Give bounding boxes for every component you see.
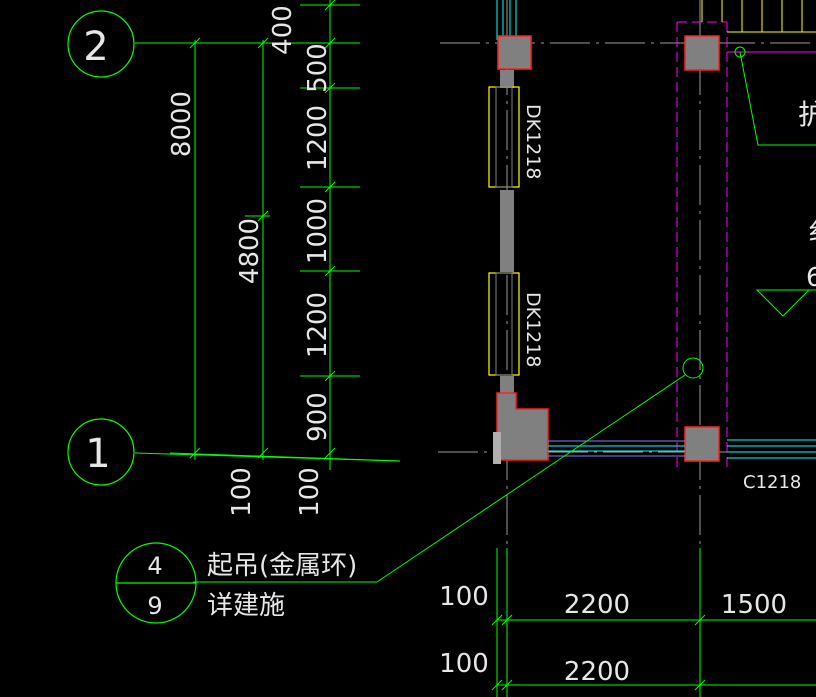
vertical-dimension-texts: 8000 4800 400 500 1200 1000 1200 900 100…	[167, 5, 333, 517]
door-opening-bottom[interactable]: DK1218	[488, 272, 544, 376]
axis-bubble-1-label: 1	[85, 431, 110, 477]
right-fragment-b: 6	[806, 263, 816, 293]
callout-top-number: 4	[147, 552, 162, 580]
dim-1200-top: 1200	[303, 105, 333, 171]
column-bottom-left[interactable]	[493, 392, 549, 464]
axis-bubble-1[interactable]: 1	[67, 418, 135, 486]
column-bottom-right[interactable]	[684, 426, 720, 462]
right-fragment-a: 纟	[808, 217, 816, 247]
magenta-outline	[676, 21, 816, 470]
axis-bubble-2-label: 2	[83, 24, 108, 70]
dim-h-2200-b: 2200	[564, 657, 630, 687]
door-label-top: DK1218	[522, 104, 544, 179]
callout-subtitle: 详建施	[207, 591, 285, 621]
callout-bottom-number: 9	[147, 592, 162, 620]
dim-h-100-b: 100	[439, 649, 489, 679]
window-label: C1218	[743, 472, 801, 493]
dim-h-1500: 1500	[721, 590, 787, 620]
detail-callout[interactable]: 4 9 起吊(金属环) 详建施	[115, 542, 357, 624]
dim-8000: 8000	[167, 91, 197, 157]
horizontal-dimension-texts: 100 2200 1500 100 2200	[439, 582, 787, 687]
dim-500: 500	[303, 43, 333, 93]
door-opening-top[interactable]: DK1218	[488, 86, 544, 188]
room-label-char: 护	[798, 98, 816, 131]
bottom-wall-lines	[548, 440, 685, 457]
column-top-left[interactable]	[497, 35, 532, 70]
dim-h-2200-a: 2200	[564, 590, 630, 620]
callout-title: 起吊(金属环)	[207, 551, 357, 581]
dim-1000: 1000	[303, 198, 333, 264]
dim-h-100-a: 100	[439, 582, 489, 612]
stair-lines	[701, 0, 816, 33]
horizontal-dimensions	[491, 548, 816, 697]
dim-bottom-100-left: 100	[227, 467, 257, 517]
dim-400: 400	[268, 5, 298, 55]
room-label-box: 护 纟 6	[734, 46, 816, 317]
dim-4800: 4800	[235, 218, 265, 284]
door-label-bottom: DK1218	[522, 292, 544, 367]
dim-900: 900	[303, 392, 333, 442]
column-top-right[interactable]	[684, 35, 720, 71]
dim-1200-bottom: 1200	[303, 292, 333, 358]
callout-leader	[193, 357, 704, 583]
axis-bubble-2[interactable]: 2	[67, 10, 135, 78]
left-wall[interactable]	[496, 0, 517, 408]
dim-bottom-100-right: 100	[295, 467, 325, 517]
vertical-dimensions	[169, 0, 401, 470]
